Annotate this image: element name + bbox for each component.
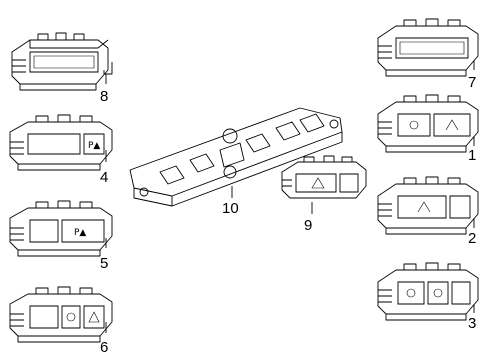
switch-assembly-7 [377,18,479,77]
svg-text:P▲: P▲ [74,228,86,238]
switch-assembly-6 [9,286,113,343]
callout-9: 9 [304,217,312,234]
callout-6: 6 [100,339,108,356]
callout-4: 4 [100,169,108,186]
svg-text:P▲: P▲ [88,141,100,151]
callout-10: 10 [222,200,239,217]
switch-assembly-3 [377,262,479,321]
switch-assembly-4: P▲ [9,114,113,171]
switch-assembly-1 [377,94,479,153]
callout-1: 1 [468,147,476,164]
switch-assembly-2 [377,176,479,235]
switch-assembly-9 [281,155,367,199]
callout-8: 8 [100,88,108,105]
switch-assembly-5: P▲ [9,200,113,257]
callout-5: 5 [100,255,108,272]
callout-7: 7 [468,74,476,91]
callout-3: 3 [468,315,476,332]
callout-2: 2 [468,230,476,247]
mounting-bracket-10 [129,107,343,207]
switch-assembly-8 [11,32,113,91]
